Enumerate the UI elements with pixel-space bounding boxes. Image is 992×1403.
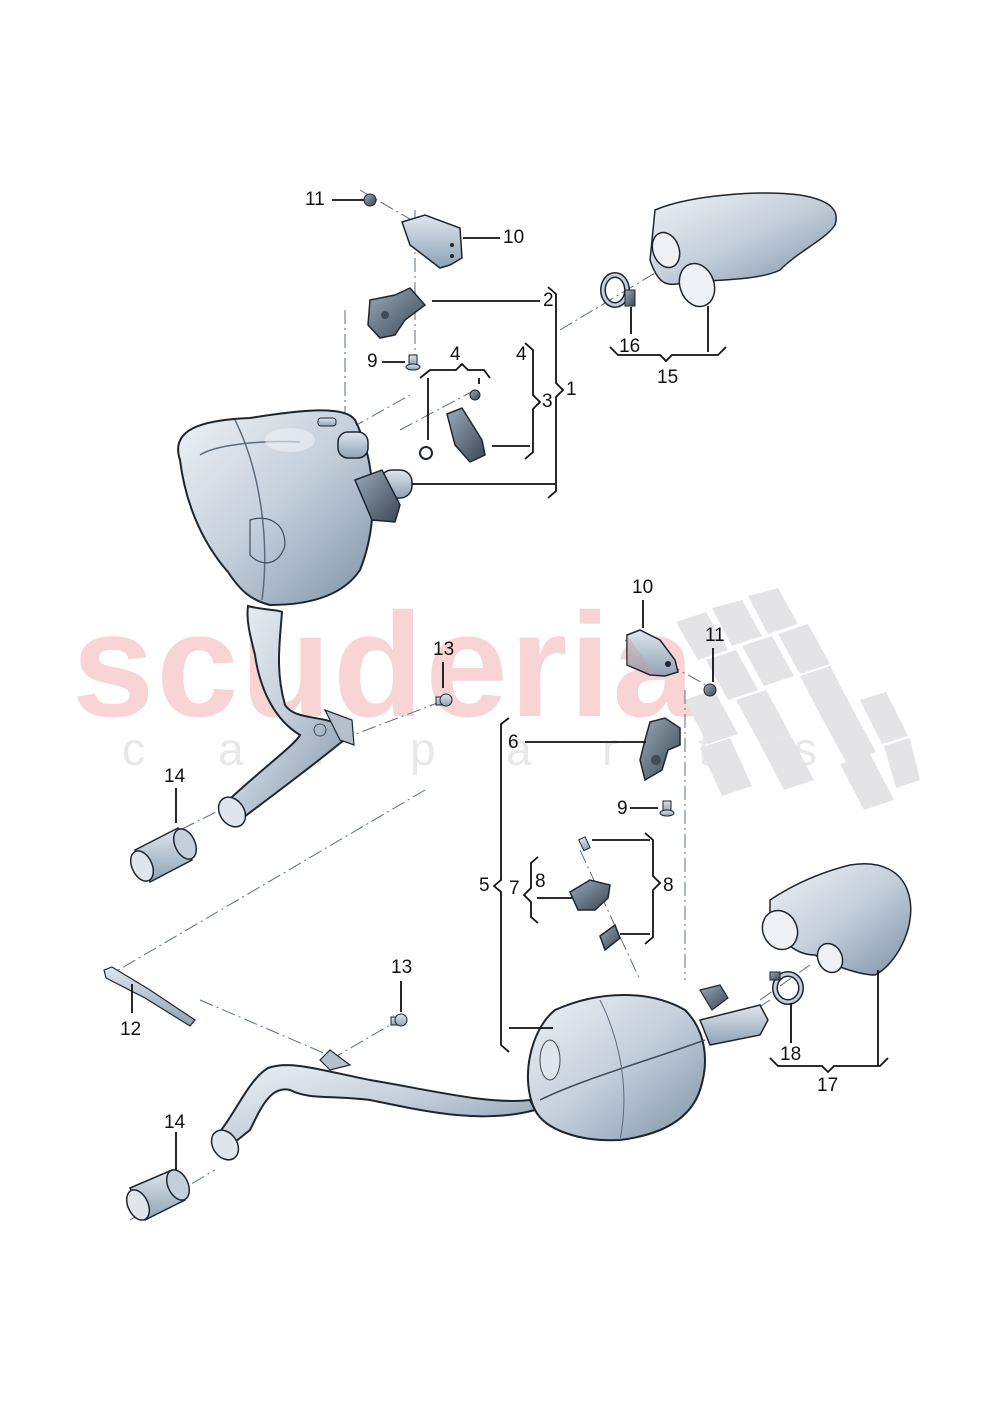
bolt-9-mid[interactable]: [659, 800, 675, 817]
callout-18[interactable]: 18: [780, 1044, 802, 1065]
rear-silencer-left[interactable]: [177, 409, 413, 832]
callout-16[interactable]: 16: [619, 336, 641, 357]
callout-14-bottom[interactable]: 14: [164, 1112, 186, 1133]
bracket-10-top[interactable]: [401, 214, 463, 269]
callout-9-top[interactable]: 9: [367, 351, 378, 372]
rubber-mount-6[interactable]: [639, 717, 681, 782]
watermark-letter: c: [122, 723, 145, 775]
watermark-letter: a: [218, 723, 244, 775]
callout-8-actuator[interactable]: 8: [535, 871, 546, 892]
actuator-3-top[interactable]: [419, 389, 486, 463]
rear-silencer-right[interactable]: [206, 984, 769, 1165]
tailpipe-trim-17[interactable]: [756, 863, 912, 977]
watermark-letter: a: [506, 723, 532, 775]
callout-14-mid[interactable]: 14: [164, 766, 186, 787]
callout-9-mid[interactable]: 9: [617, 798, 628, 819]
callout-2[interactable]: 2: [543, 290, 554, 311]
watermark-tagline: carparts: [122, 726, 890, 772]
callout-10-mid[interactable]: 10: [632, 577, 654, 598]
callout-17[interactable]: 17: [817, 1075, 839, 1096]
clamp-sleeve-14-bottom[interactable]: [122, 1166, 194, 1223]
tailpipe-trim-15[interactable]: [648, 192, 837, 311]
rubber-mount-2-top[interactable]: [367, 287, 427, 339]
callout-6[interactable]: 6: [508, 732, 519, 753]
callout-13-mid[interactable]: 13: [433, 639, 455, 660]
callout-11-mid[interactable]: 11: [705, 625, 725, 646]
watermark-letter: p: [410, 723, 436, 775]
clamp-16[interactable]: [600, 272, 636, 308]
callout-4-actuator[interactable]: 4: [516, 344, 527, 365]
nut-11-top[interactable]: [363, 193, 377, 207]
callout-3[interactable]: 3: [542, 391, 553, 412]
callout-10-top[interactable]: 10: [503, 227, 525, 248]
callout-4-group[interactable]: 4: [450, 344, 461, 365]
clamp-sleeve-14-mid[interactable]: [126, 825, 201, 884]
bolt-13-mid[interactable]: [435, 693, 453, 707]
callout-1[interactable]: 1: [566, 379, 577, 400]
watermark-brand: scuderia: [72, 583, 697, 748]
strap-12[interactable]: [103, 966, 196, 1027]
checkered-flag-watermark: [676, 588, 920, 810]
clamp-18[interactable]: [769, 971, 804, 1005]
bolt-13-bottom[interactable]: [390, 1013, 408, 1027]
callout-11-top[interactable]: 11: [305, 189, 325, 210]
callout-15[interactable]: 15: [657, 367, 679, 388]
bolt-9-top[interactable]: [405, 354, 421, 371]
nut-11-mid[interactable]: [703, 683, 717, 697]
callout-5[interactable]: 5: [479, 875, 490, 896]
callout-13-bottom[interactable]: 13: [391, 957, 413, 978]
callout-8-kit[interactable]: 8: [663, 875, 674, 896]
bracket-10-mid[interactable]: [626, 629, 679, 677]
watermark-letter: r: [602, 723, 618, 775]
actuator-assembly-7[interactable]: [569, 836, 621, 952]
callout-7[interactable]: 7: [509, 878, 520, 899]
callout-12[interactable]: 12: [120, 1019, 142, 1040]
leader-lines: [131, 199, 889, 1170]
